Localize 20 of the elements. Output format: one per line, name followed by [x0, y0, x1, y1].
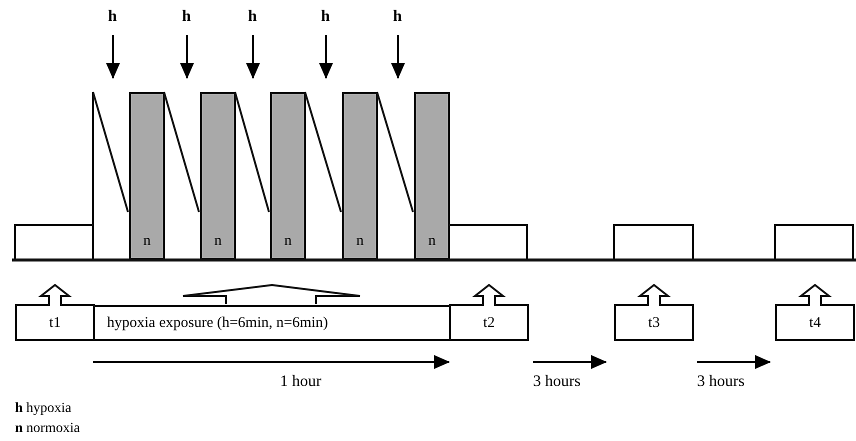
normoxia-bar: n [129, 92, 165, 260]
phase-label: h [108, 8, 117, 26]
time-point-box: t3 [614, 284, 694, 341]
time-point-box: t4 [775, 284, 855, 341]
legend-entry: h hypoxia [15, 400, 72, 418]
normoxia-bar: n [342, 92, 378, 260]
duration-label: 3 hours [697, 373, 745, 391]
exposure-box: hypoxia exposure (h=6min, n=6min) [93, 305, 451, 341]
time-point-box: t2 [449, 284, 529, 341]
legend-entry: n normoxia [15, 420, 80, 438]
time-point-box: t1 [15, 284, 95, 341]
phase-label: h [393, 8, 402, 26]
normoxia-bar: n [270, 92, 306, 260]
duration-label: 1 hour [280, 373, 322, 391]
normoxia-bar: n [414, 92, 450, 260]
phase-label: h [248, 8, 257, 26]
phase-label: h [182, 8, 191, 26]
normoxia-bar: n [200, 92, 236, 260]
duration-label: 3 hours [533, 373, 581, 391]
phase-label: h [321, 8, 330, 26]
